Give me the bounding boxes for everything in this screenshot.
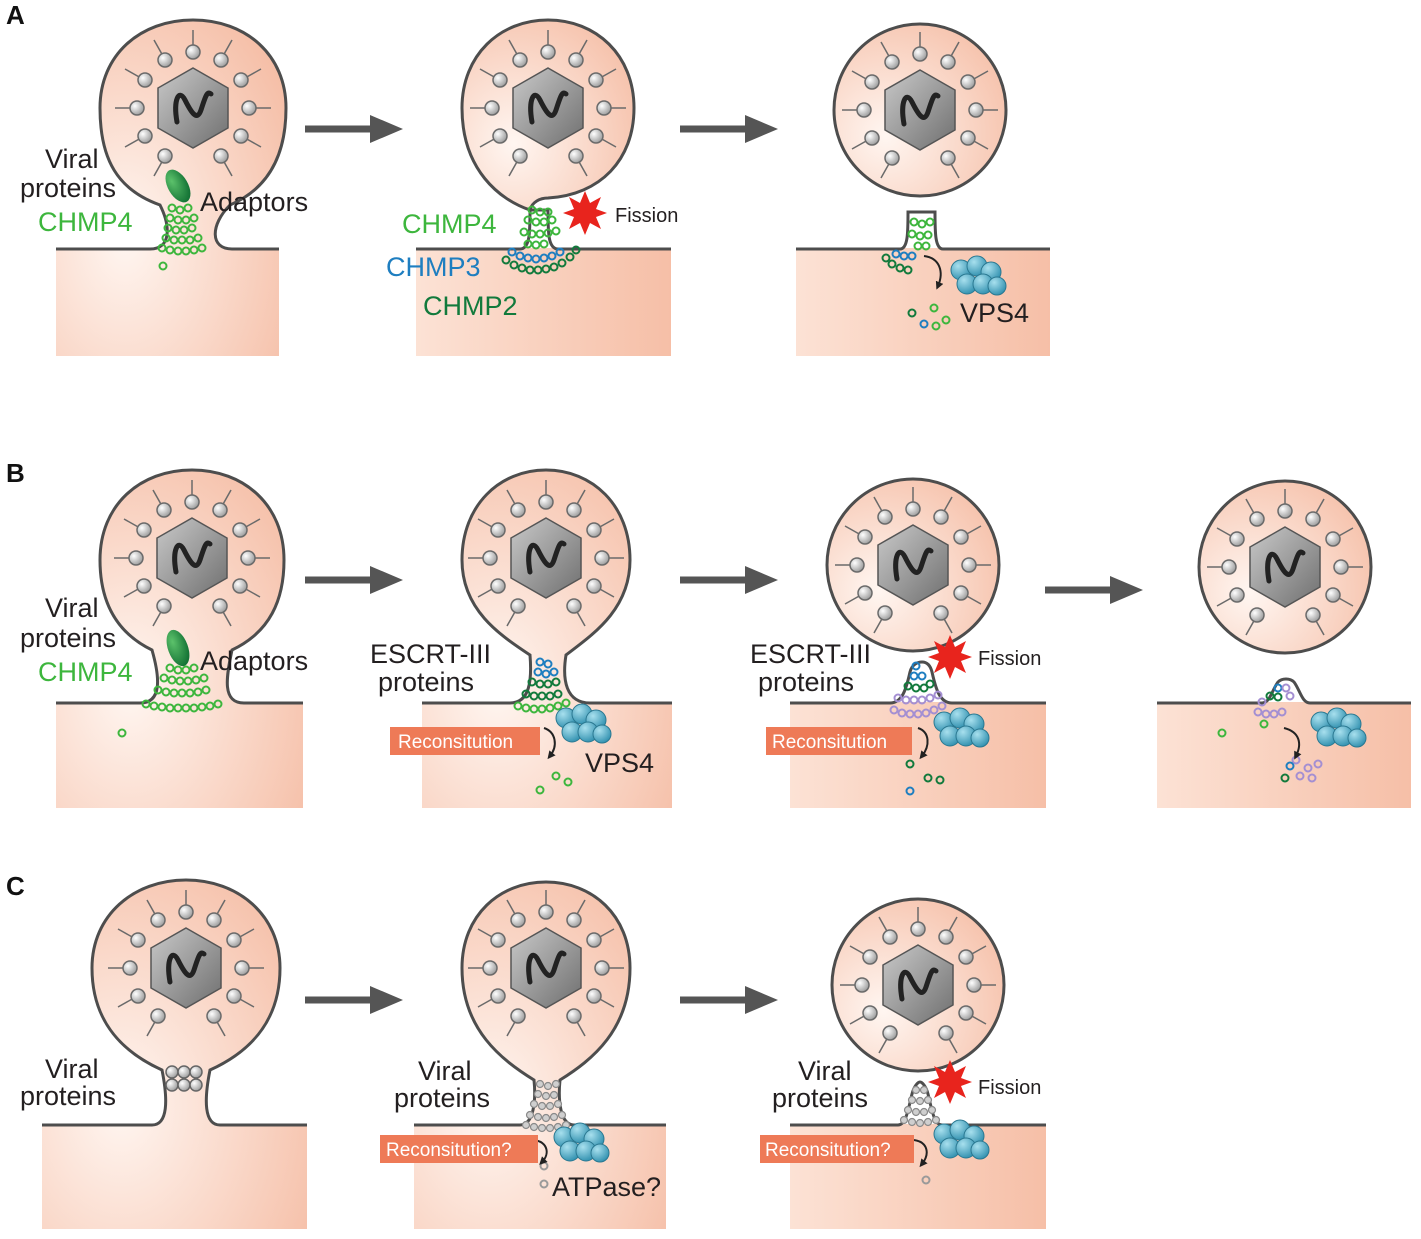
- panel-a-step-2: Fission CHMP4 CHMP3 CHMP2: [386, 18, 678, 356]
- process-arrow-icon: [680, 566, 778, 594]
- panel-a-letter: A: [6, 0, 25, 30]
- viral-protein-spiral: [899, 1085, 941, 1128]
- fission-burst-icon: [563, 191, 607, 235]
- virion-icon: [834, 24, 1006, 196]
- process-arrow-icon: [680, 986, 778, 1014]
- reconstitution-box: [766, 727, 912, 755]
- panel-b-step-4: [1157, 481, 1411, 808]
- reconstitution-label: Reconsitution?: [765, 1140, 891, 1161]
- escrt-spiral: [501, 205, 581, 275]
- reconstitution-label: Reconsitution?: [386, 1140, 512, 1161]
- adaptor-icon: [166, 629, 190, 667]
- panel-c-step-3: Reconsitution? Fission Viral proteins: [760, 899, 1046, 1229]
- virion-icon: [1199, 481, 1371, 653]
- chmp4-label: CHMP4: [402, 209, 497, 239]
- viral-label-line1: Viral: [45, 593, 99, 623]
- escrt-label-line2: proteins: [378, 667, 474, 697]
- escrt-label-line1: ESCRT-III: [370, 639, 491, 669]
- panel-c-step-2: Reconsitution? ATPase? Viral proteins: [380, 880, 666, 1229]
- process-arrow-icon: [305, 566, 403, 594]
- panel-b-step-3: Reconsitution Fission ESCRT-III proteins: [750, 479, 1046, 808]
- chmp3-label: CHMP3: [386, 252, 481, 282]
- panel-a-step-1: Viral proteins CHMP4 Adaptors: [20, 18, 308, 356]
- process-arrow-icon: [680, 115, 778, 143]
- reconstitution-label: Reconsitution: [772, 732, 887, 753]
- viral-label-line2: proteins: [20, 623, 116, 653]
- escrt-spiral: [881, 217, 935, 275]
- viral-label-line1: Viral: [798, 1056, 852, 1086]
- fission-label: Fission: [978, 648, 1041, 670]
- adaptor-icon: [165, 169, 191, 203]
- chmp4-label: CHMP4: [38, 207, 133, 237]
- fission-burst-icon: [928, 1060, 972, 1104]
- chmp4-spiral: [117, 663, 223, 738]
- viral-label-line2: proteins: [20, 173, 116, 203]
- adaptors-label: Adaptors: [200, 187, 308, 217]
- membrane-outline: [56, 18, 288, 251]
- virion-icon: [832, 899, 1004, 1071]
- vps4-label: VPS4: [960, 298, 1029, 328]
- viral-label-line2: proteins: [394, 1083, 490, 1113]
- virion-icon: [827, 479, 999, 651]
- escrt-label-line1: ESCRT-III: [750, 639, 871, 669]
- panel-b-step-2: Reconsitution VPS4 ESCRT-III proteins: [370, 468, 672, 808]
- panel-a-step-3: VPS4: [796, 24, 1050, 356]
- reconstitution-box: [380, 1135, 538, 1163]
- fission-label: Fission: [978, 1077, 1041, 1099]
- viral-protein-spiral: [521, 1079, 571, 1133]
- panel-c-step-1: Viral proteins: [20, 878, 307, 1229]
- escrt-spiral: [1217, 683, 1323, 783]
- chmp2-label: CHMP2: [423, 291, 518, 321]
- viral-protein-ring: [165, 1065, 203, 1092]
- viral-label-line1: Viral: [418, 1056, 472, 1086]
- reconstitution-box: [390, 727, 540, 755]
- viral-label-line2: proteins: [20, 1081, 116, 1111]
- escrt-spiral: [513, 657, 573, 795]
- escrt-label-line2: proteins: [758, 667, 854, 697]
- adaptors-label: Adaptors: [200, 646, 308, 676]
- process-arrow-icon: [1045, 576, 1143, 604]
- atpase-label: ATPase?: [552, 1172, 661, 1202]
- chmp4-label: CHMP4: [38, 657, 133, 687]
- panel-b-letter: B: [6, 458, 25, 488]
- process-arrow-icon: [305, 115, 403, 143]
- panel-c-letter: C: [6, 871, 25, 901]
- panel-b-step-1: Viral proteins CHMP4 Adaptors: [20, 468, 308, 808]
- fission-label: Fission: [615, 205, 678, 227]
- reconstitution-label: Reconsitution: [398, 732, 513, 753]
- released-subunits: [907, 303, 951, 331]
- reconstitution-box: [760, 1135, 914, 1163]
- viral-label-line2: proteins: [772, 1083, 868, 1113]
- process-arrow-icon: [305, 986, 403, 1014]
- fission-burst-icon: [928, 635, 972, 679]
- escrt-spiral: [889, 661, 947, 796]
- vps4-label: VPS4: [585, 748, 654, 778]
- chmp4-spiral: [157, 203, 207, 271]
- viral-label-line1: Viral: [45, 144, 99, 174]
- viral-label-line1: Viral: [45, 1054, 99, 1084]
